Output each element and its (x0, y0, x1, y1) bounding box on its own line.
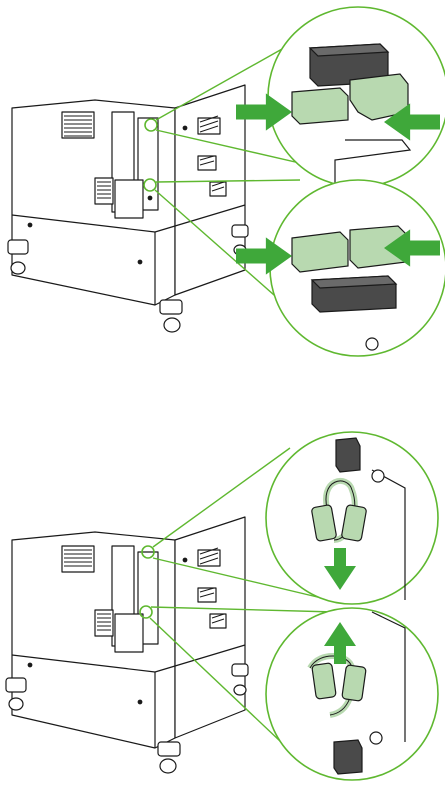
detail-circle-lower (236, 180, 445, 356)
bottom-panel (6, 432, 438, 780)
detail-circle-cable-upper (266, 432, 438, 604)
screw-icon (372, 470, 384, 482)
screw-icon (370, 732, 382, 744)
printer-rear-icon (8, 85, 248, 332)
top-panel (8, 7, 445, 356)
detail-circle-cable-lower (266, 608, 438, 780)
